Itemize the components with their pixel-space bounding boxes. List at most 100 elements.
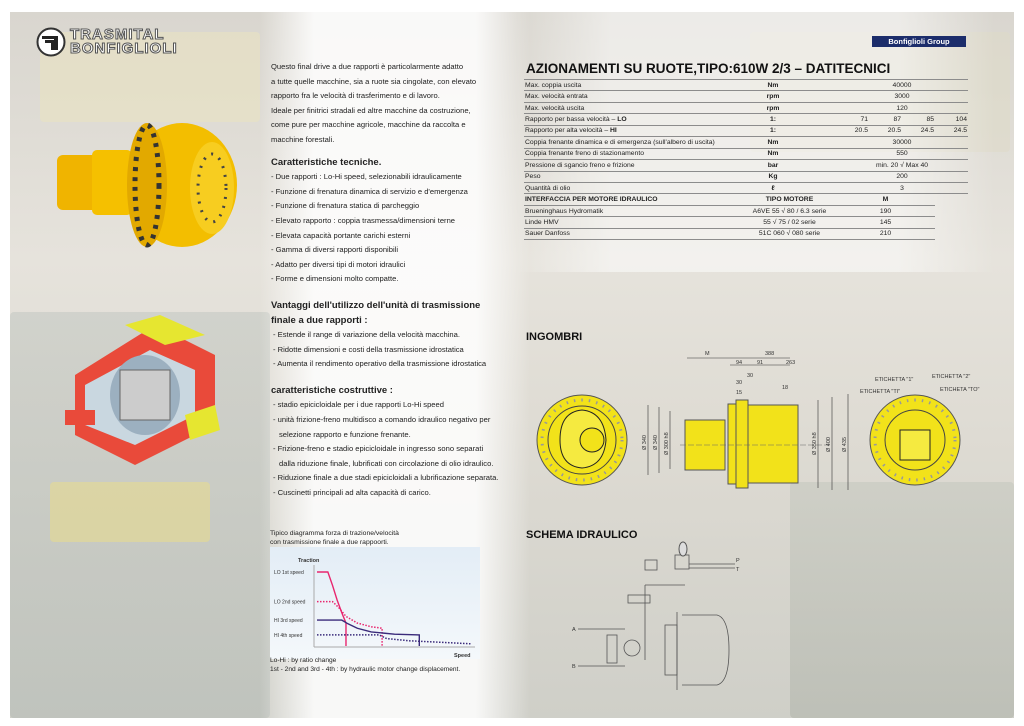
- spec-label: Rapporto per alta velocità – HI: [524, 125, 743, 138]
- label-etichetta-2: ETICHETTA "2": [932, 374, 970, 380]
- spec-unit: Kg: [743, 171, 803, 183]
- rear-view-drawing: [869, 394, 961, 486]
- dim-total: 388: [765, 351, 774, 357]
- chart-ylabel: Traction: [298, 558, 320, 564]
- chart-caption-line: Tipico diagramma forza di trazione/veloc…: [270, 530, 399, 537]
- motor-type: 51C 060 √ 080 serie: [743, 228, 836, 241]
- spec-spacer: [803, 125, 836, 138]
- dim-d300: Ø 300 h8: [664, 432, 670, 455]
- dim-263: 263: [786, 360, 795, 366]
- construction-item: - unità frizione-freno multidisco a coma…: [273, 415, 491, 439]
- dim-d340b: Ø 340: [653, 435, 659, 450]
- dim-30b: 30: [747, 373, 753, 379]
- intro-line: a tutte quelle macchine, sia a ruote sia…: [271, 76, 477, 86]
- motor-m: 210: [836, 228, 935, 241]
- tech-item: - Funzione di frenatura statica di parch…: [271, 201, 420, 211]
- spec-value: min. 20 √ Max 40: [836, 159, 968, 172]
- spec-spacer: [803, 79, 836, 92]
- chart-caption-line: con trasmissione finale a due rappoorti.: [270, 539, 389, 546]
- spec-unit: bar: [743, 159, 803, 172]
- spec-spacer: [803, 159, 836, 172]
- dim-91: 91: [757, 360, 763, 366]
- spec-label-text: Rapporto per alta velocità –: [525, 127, 611, 135]
- spec-value: 24.5: [902, 125, 935, 138]
- chart-ytick-label: LO 2nd speed: [274, 600, 306, 606]
- spec-value: 40000: [836, 79, 968, 92]
- construction-item: - stadio epicicloidale per i due rapport…: [273, 400, 444, 410]
- spec-value: 24.5: [935, 125, 968, 138]
- spec-value: 3: [836, 182, 968, 195]
- description-column: Questo final drive a due rapporti è part…: [271, 60, 499, 501]
- dim-94: 94: [736, 360, 742, 366]
- construction-item: - Frizione-freno e stadio epicicloidale …: [273, 444, 494, 468]
- construction-heading: caratteristiche costruttive :: [271, 384, 393, 396]
- intro-line: rapporto fra le velocità di trasferiment…: [271, 91, 440, 101]
- spec-label: Max. velocità entrata: [524, 90, 743, 103]
- spec-value: 200: [836, 171, 968, 183]
- motor-header-label: INTERFACCIA PER MOTORE IDRAULICO: [524, 193, 743, 206]
- chart-note-line: 1st - 2nd and 3rd - 4th : by hydraulic m…: [270, 666, 461, 673]
- spec-label: Peso: [524, 171, 743, 183]
- bg-photo-paver-top: [40, 32, 260, 122]
- spec-spacer: [803, 90, 836, 103]
- motor-label: Linde HMV: [524, 216, 743, 229]
- bg-photo-right-bottom: [790, 482, 1014, 718]
- spec-label: Quantità di olio: [524, 182, 743, 195]
- spec-spacer: [803, 148, 836, 161]
- chart-series-hi-3rd-speed: [317, 619, 421, 646]
- side-view-drawing: [680, 399, 830, 489]
- tech-item: - Adatto per diversi tipi di motori idra…: [271, 259, 406, 269]
- chart-xlabel: Speed: [454, 653, 471, 659]
- dim-m: M: [705, 351, 710, 357]
- motor-m: 190: [836, 205, 935, 218]
- port-t: T: [736, 567, 740, 573]
- bg-photo-paver-yellow: [50, 482, 210, 542]
- spec-spacer: [803, 113, 836, 126]
- chart-caption: Tipico diagramma forza di trazione/veloc…: [270, 529, 399, 547]
- spec-label: Rapporto per bassa velocità – LO: [524, 113, 743, 126]
- intro-line: Ideale per finitrici stradali ed altre m…: [271, 105, 471, 115]
- spec-unit: 1:: [743, 125, 803, 138]
- intro-line: come pure per macchine agricole, macchin…: [271, 120, 466, 130]
- logo-line-1: TRASMITAL: [70, 26, 165, 43]
- group-badge-text: Bonfiglioli Group: [888, 37, 950, 46]
- tech-heading: Caratteristiche tecniche.: [271, 156, 382, 168]
- spec-value: 20.5: [836, 125, 869, 138]
- spec-unit: rpm: [743, 102, 803, 115]
- spec-unit: rpm: [743, 90, 803, 103]
- spec-value: 87: [869, 113, 902, 126]
- motor-label: Sauer Danfoss: [524, 228, 743, 241]
- schema-title: SCHEMA IDRAULICO: [526, 529, 638, 541]
- construction-item: - Cuscinetti principali ad alta capacità…: [273, 488, 431, 498]
- hydraulic-schematic: P T A B: [572, 541, 740, 690]
- dim-d340a: Ø 340: [642, 435, 648, 450]
- spec-label: Max. coppia uscita: [524, 79, 743, 92]
- port-b: B: [572, 664, 576, 670]
- intro-line: macchine forestali.: [271, 134, 335, 144]
- spec-value: 30000: [836, 136, 968, 149]
- specs-title: AZIONAMENTI SU RUOTE,TIPO:610W 2/3 – DAT…: [526, 61, 891, 76]
- dim-18: 18: [782, 385, 788, 391]
- label-etichetta-to: ETICHETA "TO": [940, 387, 980, 393]
- chart-series-hi-4th-speed: [317, 634, 471, 645]
- motor-type: 55 √ 75 / 02 serie: [743, 216, 836, 229]
- dimension-drawing: Ø 340 Ø 340 Ø 300 h8 M 388 94 91 263 30 …: [536, 351, 980, 490]
- chart-note-line: Lo-Hi : by ratio change: [270, 657, 337, 664]
- dim-15: 15: [736, 390, 742, 396]
- advantage-item: - Aumenta il rendimento operativo della …: [273, 359, 487, 369]
- motor-type: A6VE 55 √ 80 / 6.3 serie: [743, 205, 836, 218]
- ingombri-title: INGOMBRI: [526, 331, 583, 343]
- front-view-drawing: [536, 394, 628, 486]
- spec-value: 550: [836, 148, 968, 161]
- motor-header-type: TIPO MOTORE: [743, 193, 836, 206]
